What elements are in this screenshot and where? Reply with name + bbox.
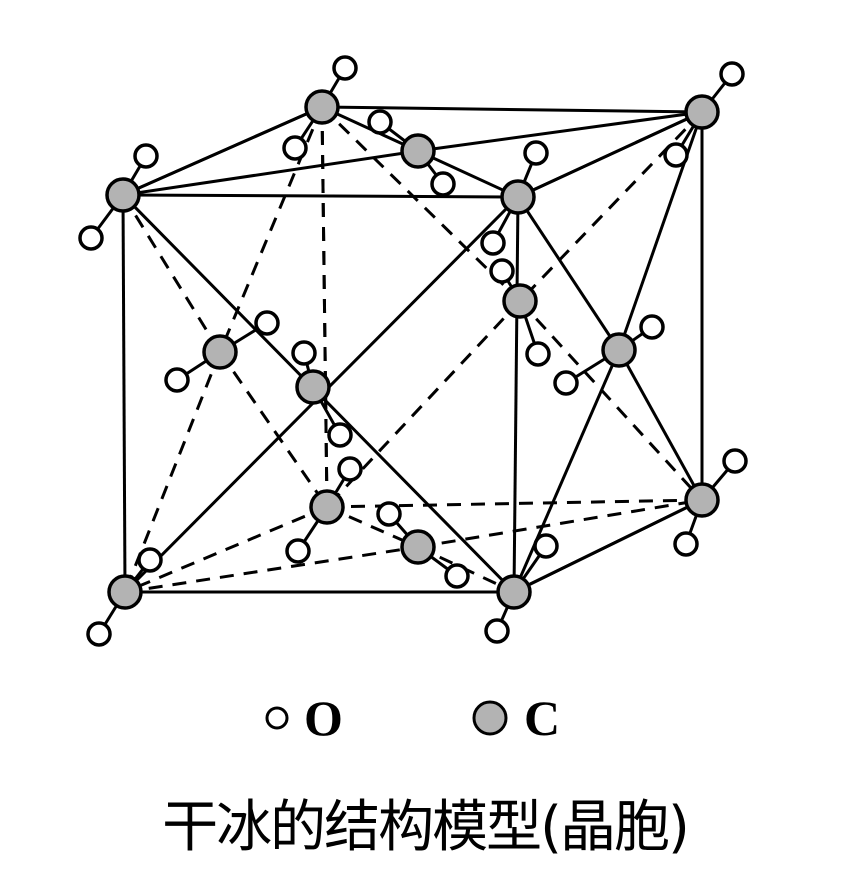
carbon-atom	[202, 334, 238, 370]
oxygen-atom	[332, 55, 358, 81]
oxygen-atom	[533, 533, 559, 559]
face-line-hidden	[518, 110, 704, 303]
co2-molecule	[489, 258, 551, 367]
face-line-hidden	[518, 299, 704, 502]
face-line	[517, 110, 703, 199]
cube-edge	[512, 196, 520, 593]
oxygen-atom	[722, 448, 748, 474]
oxygen-atom	[86, 621, 112, 647]
face-line-hidden	[121, 194, 222, 353]
oxygen-atom	[444, 563, 470, 589]
face-line-hidden	[417, 498, 703, 549]
cube-edge	[122, 193, 519, 199]
carbon-atom	[400, 133, 436, 169]
oxygen-atom	[164, 367, 190, 393]
co2-molecule	[367, 109, 456, 197]
co2-molecule	[291, 340, 353, 448]
carbon-atom	[309, 489, 345, 525]
face-line	[417, 149, 519, 199]
legend-item-oxygen: O	[262, 688, 343, 748]
carbon-atom	[107, 574, 143, 610]
carbon-atom-icon	[472, 700, 508, 736]
oxygen-atom	[137, 547, 163, 573]
legend: O C	[0, 688, 850, 748]
oxygen-atom	[291, 340, 317, 366]
oxygen-atom	[327, 422, 353, 448]
oxygen-atom	[480, 230, 506, 256]
oxygen-atom	[430, 171, 456, 197]
co2-molecule	[673, 448, 748, 557]
face-line	[122, 149, 419, 197]
oxygen-atom	[719, 61, 745, 87]
oxygen-atom	[376, 501, 402, 527]
oxygen-atom-icon	[265, 706, 289, 730]
oxygen-atom	[663, 142, 689, 168]
oxygen-atom	[525, 341, 551, 367]
oxygen-atom	[523, 140, 549, 166]
carbon-atom	[304, 89, 340, 125]
carbon-atom	[601, 332, 637, 368]
carbon-atom	[295, 369, 331, 405]
co2-molecule	[376, 501, 470, 589]
co2-molecules	[78, 55, 748, 647]
co2-molecule	[663, 61, 745, 168]
oxygen-atom	[673, 531, 699, 557]
oxygen-atom	[78, 225, 104, 251]
co2-molecule	[164, 310, 280, 393]
diagram-caption: 干冰的结构模型(晶胞)	[162, 795, 690, 860]
co2-molecule	[86, 547, 163, 647]
carbon-atom	[496, 574, 532, 610]
co2-molecule	[285, 456, 363, 564]
co2-molecule	[480, 140, 549, 256]
oxygen-atom	[489, 258, 515, 284]
co2-molecule	[282, 55, 358, 161]
legend-label-carbon: C	[524, 690, 561, 746]
carbon-atom	[105, 177, 141, 213]
co2-molecule	[78, 143, 159, 251]
oxygen-atom	[254, 310, 280, 336]
cube-edge-hidden	[124, 505, 328, 594]
face-line-hidden	[123, 351, 222, 593]
oxygen-atom	[484, 618, 510, 644]
oxygen-atom	[285, 538, 311, 564]
oxygen-atom	[282, 135, 308, 161]
face-line	[417, 110, 703, 153]
face-line	[516, 196, 621, 351]
carbon-atom	[400, 529, 436, 565]
oxygen-atom	[367, 109, 393, 135]
oxygen-atom	[553, 370, 579, 396]
face-line	[617, 349, 704, 501]
face-line	[617, 111, 704, 351]
face-line-hidden	[218, 351, 329, 508]
carbon-atom	[684, 94, 720, 130]
legend-label-oxygen: O	[304, 690, 343, 746]
face-line-hidden	[124, 545, 419, 594]
face-line-hidden	[320, 106, 329, 508]
oxygen-atom	[133, 143, 159, 169]
dry-ice-unit-cell-diagram	[78, 55, 748, 647]
cube-edge-hidden	[326, 498, 703, 509]
legend-item-carbon: C	[470, 688, 560, 748]
cube-edge	[121, 194, 127, 593]
oxygen-atom	[639, 314, 665, 340]
cube-edge	[321, 105, 703, 114]
carbon-atom	[500, 179, 536, 215]
face-line	[513, 498, 703, 594]
carbon-atom	[502, 283, 538, 319]
oxygen-atom	[337, 456, 363, 482]
face-line	[122, 105, 323, 197]
face-line-hidden	[218, 106, 324, 353]
co2-molecule	[553, 314, 665, 396]
carbon-atom	[684, 482, 720, 518]
co2-molecule	[484, 533, 559, 644]
